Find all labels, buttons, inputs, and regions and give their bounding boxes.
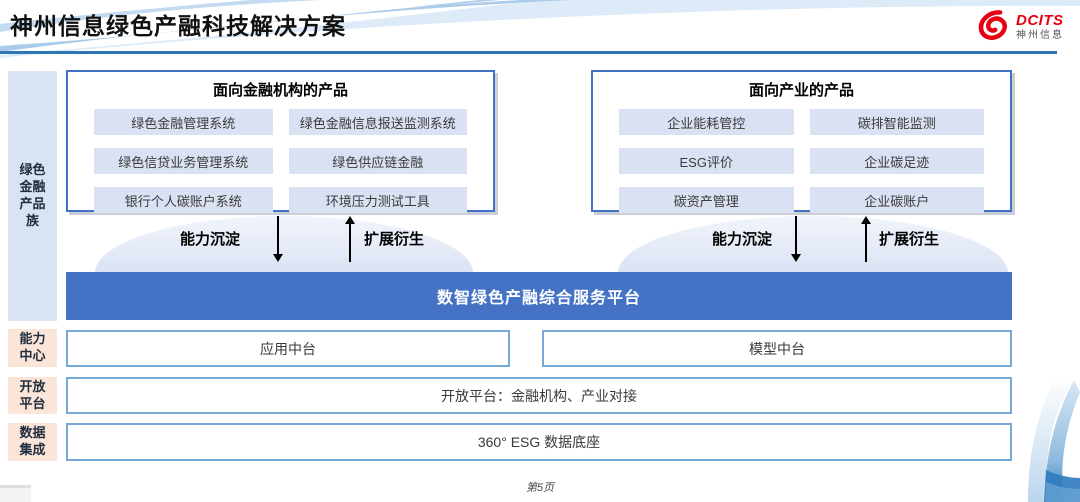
logo-brand-cn-text: 神州信息 bbox=[1016, 29, 1064, 41]
product-item: 绿色金融管理系统 bbox=[94, 109, 273, 135]
platform-bar: 数智绿色产融综合服务平台 bbox=[66, 272, 1012, 320]
box-esg-data-base: 360° ESG 数据底座 bbox=[66, 423, 1012, 461]
sidebar-label: 开放平台 bbox=[19, 378, 46, 411]
flow-label-capability-settle: 能力沉淀 bbox=[180, 231, 241, 248]
panel-title: 面向产业的产品 bbox=[748, 82, 854, 99]
box-application-middle-platform: 应用中台 bbox=[66, 330, 510, 367]
product-grid: 企业能耗管控 碳排智能监测 ESG评价 企业碳足迹 碳资产管理 企业碳账户 bbox=[593, 109, 1010, 213]
sidebar-item-capability-center: 能力中心 bbox=[8, 329, 57, 367]
box-model-middle-platform: 模型中台 bbox=[542, 330, 1012, 367]
product-item: 企业碳账户 bbox=[809, 187, 984, 213]
product-item: 企业能耗管控 bbox=[619, 109, 794, 135]
arrow-up-icon bbox=[861, 216, 871, 262]
platform-bar-label: 数智绿色产融综合服务平台 bbox=[436, 290, 641, 307]
product-item: 环境压力测试工具 bbox=[288, 187, 467, 213]
sidebar-item-data-integration: 数据集成 bbox=[8, 423, 57, 461]
sidebar-label: 绿色金融产品族 bbox=[19, 162, 46, 228]
panel-title: 面向金融机构的产品 bbox=[212, 82, 348, 99]
sidebar-label: 数据集成 bbox=[19, 425, 46, 457]
product-item: ESG评价 bbox=[619, 148, 794, 174]
product-item: 碳资产管理 bbox=[619, 187, 794, 213]
product-item: 绿色金融信息报送监测系统 bbox=[288, 109, 467, 135]
product-grid: 绿色金融管理系统 绿色金融信息报送监测系统 绿色信贷业务管理系统 绿色供应链金融… bbox=[68, 109, 493, 213]
dome-decoration-right bbox=[618, 216, 1008, 273]
product-item: 企业碳足迹 bbox=[809, 148, 984, 174]
panel-financial-institution-products: 面向金融机构的产品 绿色金融管理系统 绿色金融信息报送监测系统 绿色信贷业务管理… bbox=[66, 70, 495, 213]
product-item: 绿色供应链金融 bbox=[288, 148, 467, 174]
flow-label-extend-derive: 扩展衍生 bbox=[879, 231, 940, 248]
panel-industry-products: 面向产业的产品 企业能耗管控 碳排智能监测 ESG评价 企业碳足迹 碳资产管理 … bbox=[591, 70, 1012, 213]
flow-label-capability-settle: 能力沉淀 bbox=[712, 231, 773, 248]
box-open-platform: 开放平台：金融机构、产业对接 bbox=[66, 377, 1012, 414]
page-title: 神州信息绿色产融科技解决方案 bbox=[10, 13, 346, 39]
dcits-swoosh-icon bbox=[978, 10, 1007, 40]
logo-brand-text: DCITS bbox=[1016, 12, 1064, 29]
product-item: 银行个人碳账户系统 bbox=[94, 187, 273, 213]
arrow-down-icon bbox=[273, 216, 283, 262]
sidebar-item-open-platform: 开放平台 bbox=[8, 377, 57, 414]
corner-gray-decoration bbox=[0, 485, 31, 502]
sidebar-item-green-finance-product-family: 绿色金融产品族 bbox=[8, 71, 57, 321]
company-logo: DCITS 神州信息 bbox=[976, 9, 1064, 43]
product-item: 绿色信贷业务管理系统 bbox=[94, 148, 273, 174]
sidebar-label: 能力中心 bbox=[19, 331, 46, 363]
corner-swoosh-decoration bbox=[1028, 374, 1080, 502]
page-number: 第5页 bbox=[525, 482, 555, 494]
header-swoosh-decoration bbox=[0, 0, 1080, 58]
arrow-up-icon bbox=[345, 216, 355, 262]
flow-label-extend-derive: 扩展衍生 bbox=[364, 231, 425, 248]
arrow-down-icon bbox=[791, 216, 801, 262]
title-underline bbox=[0, 51, 1057, 54]
product-item: 碳排智能监测 bbox=[809, 109, 984, 135]
